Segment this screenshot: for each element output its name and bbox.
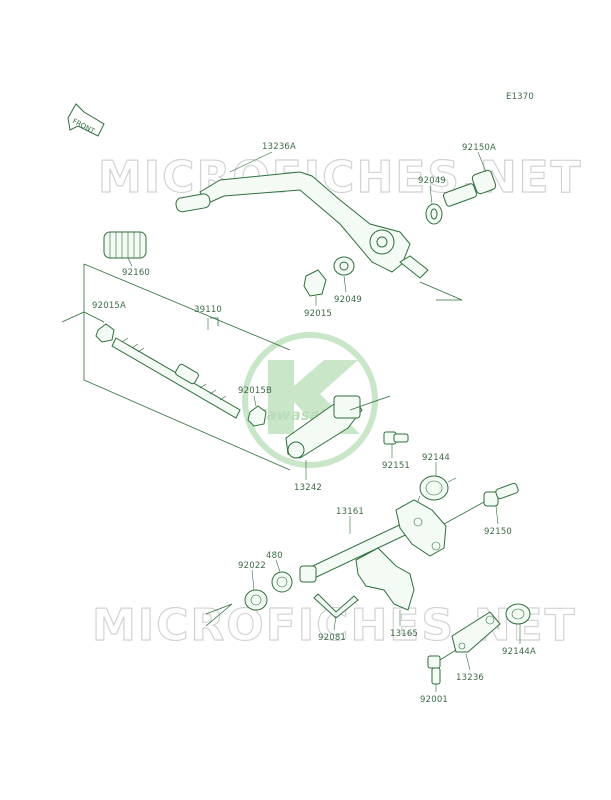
leader-92160: [127, 257, 133, 267]
front-arrow-icon: FRONT: [67, 103, 105, 137]
part-label-92160: 92160: [122, 268, 150, 278]
spring-92144: [415, 475, 457, 507]
part-label-92144A: 92144A: [502, 647, 536, 657]
bolt-92150: [483, 482, 519, 507]
assembly-bracket-left: [83, 264, 291, 471]
part-label-92049-lower: 92049: [334, 295, 362, 305]
leader-92081: [333, 615, 337, 631]
part-label-13242: 13242: [294, 483, 322, 493]
leader-92150: [495, 505, 499, 525]
part-label-480: 480: [266, 551, 283, 561]
lever-13236: [451, 611, 501, 653]
link-13242: [285, 395, 363, 459]
spring-92144A: [505, 603, 531, 625]
washer-92022: [244, 589, 268, 611]
pedal-rubber-92160: [103, 231, 147, 259]
pointer-line-92150: [443, 501, 485, 525]
diagram-code: E1370: [506, 92, 534, 102]
part-label-13236: 13236: [456, 673, 484, 683]
part-label-13161: 13161: [336, 507, 364, 517]
nut-92015A: [95, 323, 115, 343]
plate-13165: [355, 547, 415, 611]
leader-92049-lower: [343, 275, 347, 293]
part-label-92015B: 92015B: [238, 386, 272, 396]
part-label-92022: 92022: [238, 561, 266, 571]
leader-92015B: [253, 395, 257, 407]
part-label-13165: 13165: [390, 629, 418, 639]
part-label-92001: 92001: [420, 695, 448, 705]
bracket-39110: [210, 317, 219, 326]
assembly-bracket-top: [83, 263, 291, 351]
part-label-92150: 92150: [484, 527, 512, 537]
pointer-line-13236: [439, 649, 457, 661]
pointer-line-92015: [419, 281, 463, 301]
part-label-39110: 39110: [194, 305, 222, 315]
part-label-92151: 92151: [382, 461, 410, 471]
leader-92150A: [477, 151, 487, 173]
circlip-480: [271, 571, 293, 593]
watermark-top: MICROFICHES.NET: [98, 152, 583, 203]
leader-92022: [251, 569, 255, 591]
part-label-92015: 92015: [304, 309, 332, 319]
clip-92081: [313, 593, 359, 619]
leader-92049-upper: [429, 185, 433, 205]
pointer-line-13242: [349, 395, 391, 411]
leader-13236A: [229, 151, 273, 173]
nut-92015: [303, 269, 327, 297]
part-label-92081: 92081: [318, 633, 346, 643]
part-label-92150A: 92150A: [462, 143, 496, 153]
part-label-13236A: 13236A: [262, 142, 296, 152]
shaft-13161: [299, 499, 447, 583]
bracket-92015A: [61, 311, 105, 323]
nut-92015B: [247, 405, 267, 427]
bolt-92001: [427, 655, 441, 685]
brake-pedal-13236A: [175, 171, 429, 279]
leader-480: [275, 559, 281, 573]
part-label-92144: 92144: [422, 453, 450, 463]
leader-13236: [465, 653, 471, 671]
rod-39110: [111, 337, 241, 419]
bolt-92151: [383, 431, 409, 445]
bracket-92022: [205, 603, 233, 627]
part-label-92015A: 92015A: [92, 301, 126, 311]
watermark-bottom: MICROFICHES.NET: [92, 600, 577, 651]
part-label-92049-upper: 92049: [418, 176, 446, 186]
bolt-92150A: [442, 169, 497, 207]
